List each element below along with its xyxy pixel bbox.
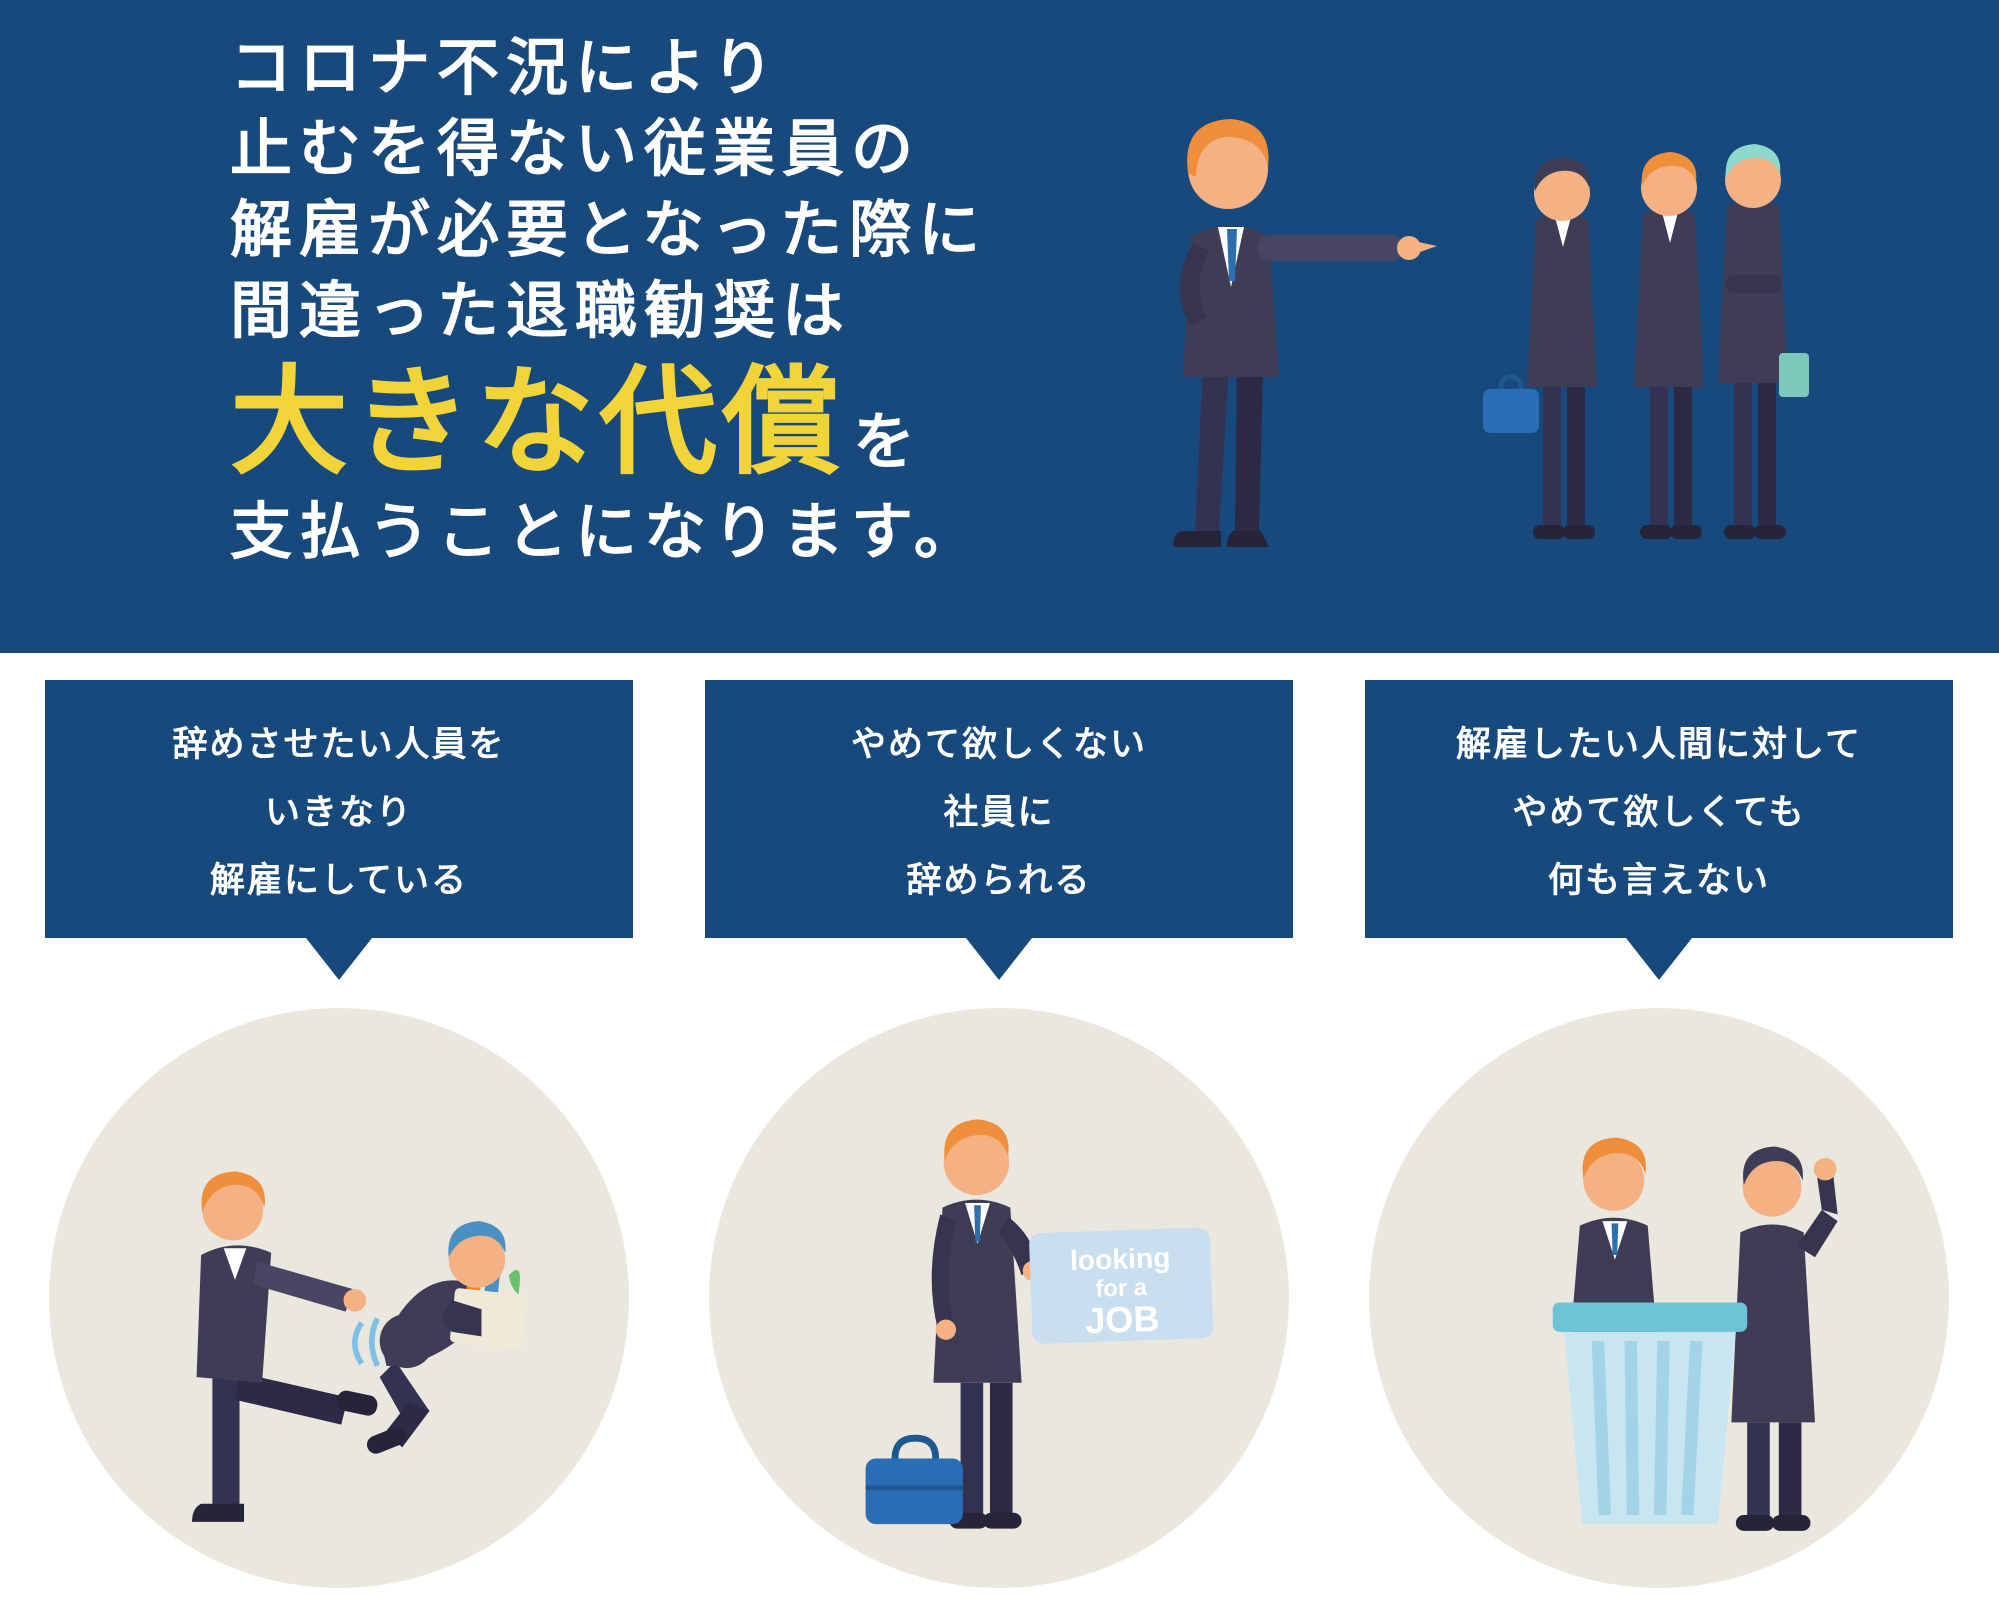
job-seeker-illustration: looking for a JOB [865, 1119, 1214, 1529]
trash-can [1552, 1302, 1748, 1525]
employee-figure-3 [1718, 144, 1809, 539]
bubble-pointer-2 [966, 938, 1032, 980]
sign-line-2: for a [1095, 1275, 1148, 1303]
boss-tie [1227, 229, 1237, 281]
boss-figure [1173, 119, 1437, 547]
banner-illustration [1173, 119, 1809, 547]
hero-line-3: 解雇が必要となった際に [230, 196, 988, 265]
hero-highlight-suffix: を [853, 408, 916, 477]
job-sign: looking for a JOB [1029, 1227, 1214, 1344]
job-seeker-figure [931, 1119, 1044, 1529]
tablet-icon [1779, 353, 1809, 397]
bubble-line: 社員に [943, 792, 1055, 832]
hero-line-1: コロナ不況により [230, 34, 781, 103]
gesturing-employee-figure [1731, 1146, 1838, 1531]
hero-heading: コロナ不況により 止むを得ない従業員の 解雇が必要となった際に 間違った退職勧奨… [230, 28, 987, 573]
illustration-circle-3 [1369, 1008, 1949, 1588]
illustration-circle-2: looking for a JOB [709, 1008, 1289, 1588]
bubble-line: 解雇にしている [210, 860, 468, 900]
illustration-circle-1 [49, 1008, 629, 1588]
bubble-line: やめて欲しくない [850, 724, 1147, 764]
speech-bubble-1: 辞めさせたい人員を いきなり 解雇にしている [45, 680, 633, 938]
bubble-line: いきなり [264, 792, 413, 832]
hero-banner: コロナ不況により 止むを得ない従業員の 解雇が必要となった際に 間違った退職勧奨… [0, 0, 1999, 653]
speech-bubble-3: 解雇したい人間に対して やめて欲しくても 何も言えない [1365, 680, 1953, 938]
problem-column-2: やめて欲しくない 社員に 辞められる [705, 680, 1293, 1588]
pointing-arm [1257, 235, 1403, 261]
pointing-hand [1409, 240, 1437, 256]
bubble-line: 解雇したい人間に対して [1456, 724, 1862, 764]
hero-highlight-text: 大きな代償 [230, 357, 846, 489]
raised-hand [1813, 1157, 1837, 1181]
fired-employee-figure [366, 1221, 527, 1454]
problem-column-1: 辞めさせたい人員を いきなり 解雇にしている [45, 680, 633, 1588]
sign-line-3: JOB [1084, 1298, 1160, 1342]
briefcase-on-ground [865, 1434, 963, 1525]
bubble-pointer-3 [1626, 938, 1692, 980]
speech-bubble-2: やめて欲しくない 社員に 辞められる [705, 680, 1293, 938]
employee-figure-2 [1634, 152, 1704, 539]
employee-figure-1 [1483, 157, 1597, 539]
bubble-line: 辞められる [906, 860, 1092, 900]
cannot-say-illustration [1552, 1137, 1838, 1531]
bubble-line: 何も言えない [1547, 860, 1770, 900]
hero-line-4: 間違った退職勧奨は [230, 277, 852, 346]
hero-closing-line: 支払うことになります。 [230, 497, 983, 567]
bubble-line: やめて欲しくても [1512, 792, 1806, 832]
firing-kick-illustration [192, 1171, 527, 1522]
problem-column-3: 解雇したい人間に対して やめて欲しくても 何も言えない [1365, 680, 1953, 1588]
kicking-boss-figure [192, 1171, 378, 1522]
briefcase-icon [1483, 374, 1539, 433]
sign-line-1: looking [1069, 1241, 1170, 1276]
bubble-line: 辞めさせたい人員を [172, 724, 506, 764]
boss-hair [1187, 119, 1269, 177]
problems-section: 辞めさせたい人員を いきなり 解雇にしている [0, 653, 1999, 1588]
kick-motion-lines [352, 1317, 381, 1367]
bubble-pointer-1 [306, 938, 372, 980]
hero-highlight-line: 大きな代償 を [230, 357, 987, 489]
hero-line-2: 止むを得ない従業員の [230, 115, 921, 184]
